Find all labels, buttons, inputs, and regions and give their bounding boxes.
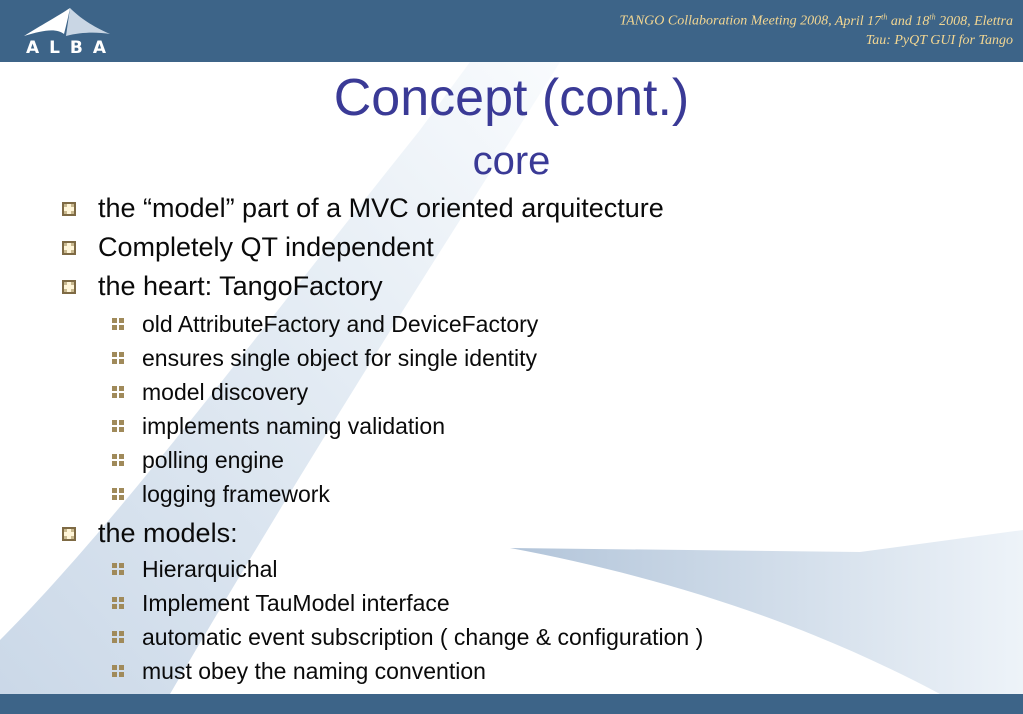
sub-bullet-item: automatic event subscription ( change & … <box>142 624 704 650</box>
meeting-title: TANGO Collaboration Meeting 2008, <box>619 13 832 29</box>
bullet-item: the models: <box>98 518 238 548</box>
sub-bullet-item: Hierarquichal <box>142 556 278 582</box>
sub-bullet-marker-icon <box>112 318 124 330</box>
sub-bullet-marker-icon <box>112 631 124 643</box>
meeting-line: TANGO Collaboration Meeting 2008, April … <box>620 7 1013 31</box>
bullet-marker-icon <box>62 202 76 216</box>
sub-bullet-item: Implement TauModel interface <box>142 590 450 616</box>
sub-bullet-marker-icon <box>112 563 124 575</box>
bullet-marker-icon <box>62 280 76 294</box>
sub-bullet-item: old AttributeFactory and DeviceFactory <box>142 311 539 337</box>
sub-bullet-item: polling engine <box>142 447 284 473</box>
bullet-marker-icon <box>62 241 76 255</box>
sub-bullet-item: must obey the naming convention <box>142 658 486 684</box>
sub-bullet-marker-icon <box>112 352 124 364</box>
slide-footer-bar <box>0 694 1023 714</box>
slide-header-bar: ALBA TANGO Collaboration Meeting 2008, A… <box>0 0 1023 62</box>
alba-logo: ALBA <box>10 6 122 58</box>
sub-bullet-item: logging framework <box>142 481 330 507</box>
alba-logo-mark-icon <box>24 8 110 36</box>
bullet-item: the heart: TangoFactory <box>98 271 383 301</box>
slide-title: Concept (cont.) <box>333 69 690 127</box>
header-meeting-info: TANGO Collaboration Meeting 2008, April … <box>620 7 1013 50</box>
sub-bullet-marker-icon <box>112 488 124 500</box>
sub-bullet-marker-icon <box>112 665 124 677</box>
meeting-date: April 17th and 18th 2008, Elettra <box>834 12 1013 29</box>
bullet-marker-icon <box>62 527 76 541</box>
alba-logo-text: ALBA <box>25 38 117 58</box>
sub-bullet-item: ensures single object for single identit… <box>142 345 538 371</box>
slide-subtitle: core <box>472 139 551 183</box>
sub-bullet-item: implements naming validation <box>142 413 445 439</box>
talk-title: Tau: PyQT GUI for Tango <box>865 32 1013 48</box>
bullet-item: Completely QT independent <box>98 232 434 262</box>
bullet-item: the “model” part of a MVC oriented arqui… <box>98 193 664 223</box>
sub-bullet-marker-icon <box>112 454 124 466</box>
sub-bullet-marker-icon <box>112 386 124 398</box>
sub-bullet-marker-icon <box>112 597 124 609</box>
sub-bullet-marker-icon <box>112 420 124 432</box>
sub-bullet-item: model discovery <box>142 379 309 405</box>
